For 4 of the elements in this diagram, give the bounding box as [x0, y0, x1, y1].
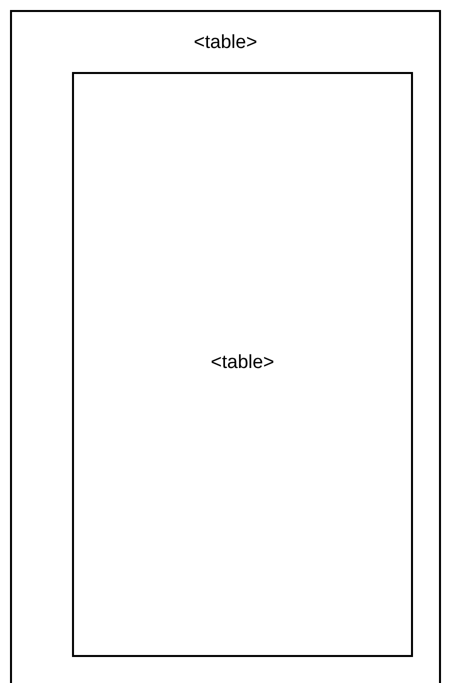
- outer-table-box: [10, 10, 441, 683]
- table-tag-label: <table>: [210, 352, 274, 374]
- table-tag-label: <table>: [194, 32, 258, 54]
- inner-table-box: [72, 72, 413, 657]
